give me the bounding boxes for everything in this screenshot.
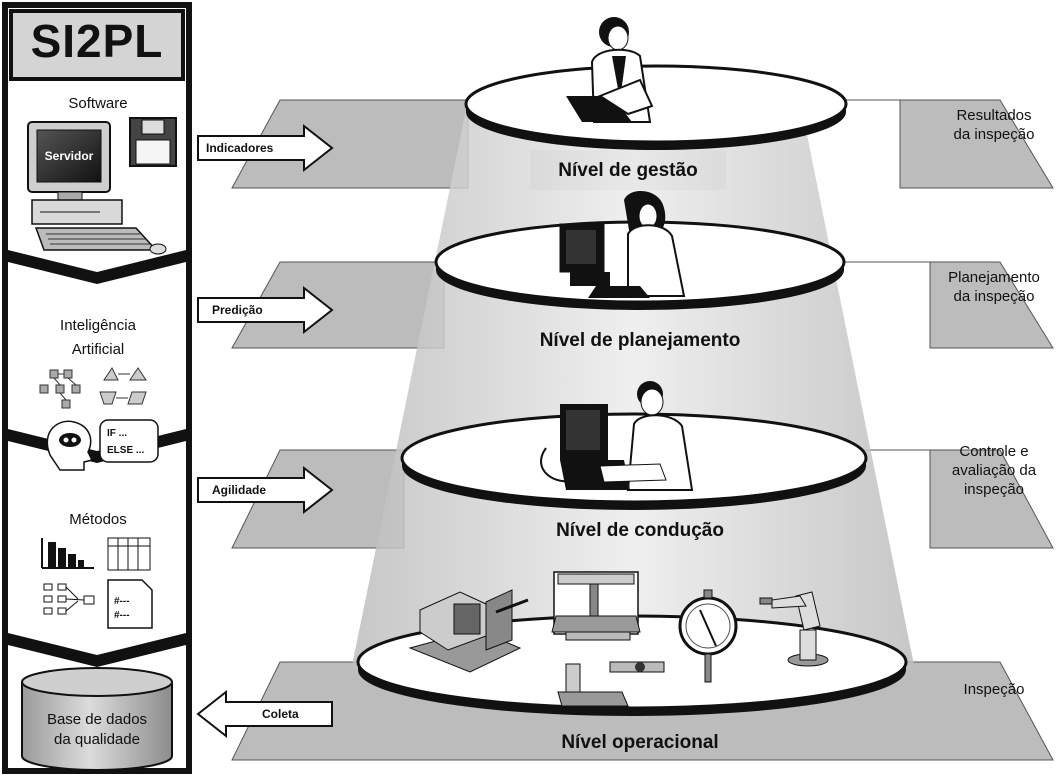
- gantry-machine-icon: [551, 571, 641, 641]
- arrow-indicadores: [197, 123, 334, 173]
- dial-gauge-icon: [678, 589, 738, 683]
- level-operacional: Nível operacional: [561, 732, 719, 753]
- separator-chevron: [8, 633, 186, 667]
- right-label-resultados-1: Resultados: [956, 107, 1032, 124]
- arrow-coleta: [196, 689, 333, 739]
- database-cylinder-icon: [21, 667, 173, 771]
- operator-person-icon: [540, 381, 694, 491]
- right-label-controle-3: inspeção: [963, 481, 1025, 498]
- right-label-planejamento: Planejamento da inspeção: [938, 268, 1050, 306]
- flowchart-icon: [43, 583, 95, 615]
- arrow-label-indicadores: Indicadores: [206, 141, 274, 155]
- arrow-label-predicao: Predição: [212, 303, 263, 317]
- level-planejamento: Nível de planejamento: [539, 330, 741, 351]
- floppy-disk-icon: [129, 117, 177, 167]
- arrow-agilidade: [197, 465, 334, 515]
- database-label-line1: Base de dados: [46, 711, 148, 728]
- bar-chart-icon: [41, 538, 94, 569]
- right-label-resultados: Resultados da inspeção: [938, 106, 1050, 144]
- shape-transform-icon: [99, 367, 147, 405]
- doc-line-2: #---: [114, 610, 130, 621]
- separator-chevron: [8, 250, 186, 284]
- planner-person-icon: [559, 190, 686, 298]
- rule-else-text: ELSE ...: [107, 445, 144, 456]
- level-gestao: Nível de gestão: [558, 160, 698, 181]
- rule-if-text: IF ...: [107, 428, 127, 439]
- cmm-machine-icon: [408, 589, 529, 673]
- right-label-resultados-2: da inspeção: [953, 126, 1035, 143]
- monitor-text: Servidor: [45, 149, 94, 163]
- height-gauge-icon: [557, 661, 665, 707]
- right-label-inspecao: Inspeção: [963, 681, 1025, 698]
- right-label-controle: Controle e avaliação da inspeção: [938, 442, 1050, 499]
- network-graph-icon: [39, 369, 81, 409]
- arrow-label-agilidade: Agilidade: [212, 483, 267, 497]
- doc-line-1: #---: [114, 596, 130, 607]
- right-label-controle-1: Controle e: [959, 443, 1029, 460]
- ai-label-line1: Inteligência: [60, 317, 136, 334]
- table-grid-icon: [107, 537, 151, 571]
- manager-person-icon: [566, 17, 654, 123]
- software-label: Software: [68, 95, 128, 112]
- methods-label: Métodos: [69, 511, 127, 528]
- arrow-predicao: [197, 285, 334, 335]
- arrow-label-coleta: Coleta: [262, 707, 299, 721]
- right-label-planejamento-2: da inspeção: [953, 288, 1035, 305]
- computer-icon: Servidor: [27, 121, 167, 255]
- level-conducao: Nível de condução: [556, 520, 724, 541]
- ai-label-line2: Artificial: [71, 341, 125, 358]
- app-title: SI2PL: [30, 15, 164, 67]
- brain-head-icon: [46, 420, 94, 471]
- right-label-controle-2: avaliação da: [951, 462, 1037, 479]
- robot-arm-icon: [759, 591, 829, 667]
- if-else-rule-icon: IF ... ELSE ...: [99, 419, 159, 463]
- document-list-icon: #--- #---: [107, 579, 153, 629]
- database-label-line2: da qualidade: [54, 731, 140, 748]
- database-label: Base de dados da qualidade: [26, 710, 168, 750]
- disc-gestao: [464, 64, 848, 150]
- right-label-planejamento-1: Planejamento: [948, 269, 1040, 286]
